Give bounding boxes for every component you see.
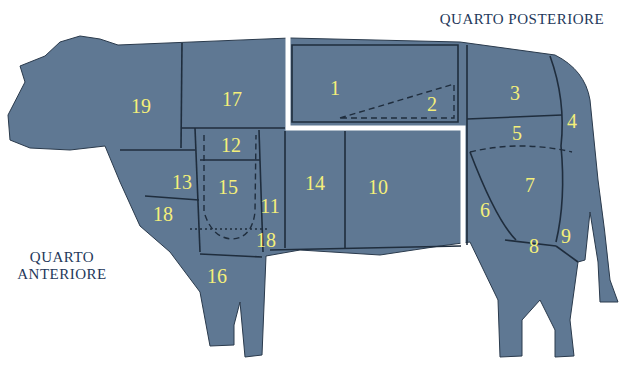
callout-number: 10 [368, 176, 388, 198]
callout-number: 15 [218, 176, 238, 198]
callout-number: 19 [131, 95, 151, 117]
callout-number: 2 [427, 93, 437, 115]
quarter-label: QUARTO ANTERIORE [12, 249, 112, 282]
callout-number: 6 [480, 199, 490, 221]
callout-number: 12 [221, 134, 241, 156]
quarter-label: QUARTO POSTERIORE [440, 11, 604, 28]
callout-number: 18 [256, 229, 276, 251]
callout-number: 8 [529, 235, 539, 257]
callout-number: 5 [512, 122, 522, 144]
callout-number: 4 [567, 110, 577, 132]
callout-number: 16 [207, 265, 227, 287]
callout-number: 1 [330, 77, 340, 99]
callout-number: 9 [561, 225, 571, 247]
callout-number: 14 [305, 172, 325, 194]
callout-number: 13 [172, 171, 192, 193]
callout-number: 3 [510, 82, 520, 104]
callout-number: 7 [525, 174, 535, 196]
callout-number: 18 [153, 203, 173, 225]
callout-number: 17 [222, 88, 242, 110]
callout-number: 11 [260, 195, 279, 217]
